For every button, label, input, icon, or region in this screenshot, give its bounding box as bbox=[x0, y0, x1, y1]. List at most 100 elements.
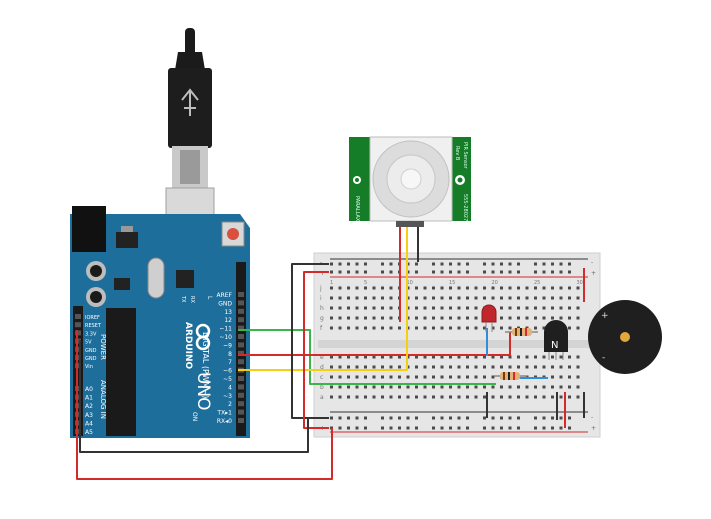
breadboard-hole[interactable] bbox=[542, 385, 546, 389]
breadboard-hole[interactable] bbox=[338, 262, 342, 266]
breadboard-hole[interactable] bbox=[338, 296, 342, 300]
breadboard-hole[interactable] bbox=[466, 385, 469, 389]
breadboard-hole[interactable] bbox=[432, 270, 435, 274]
wire-red-rail[interactable] bbox=[303, 271, 329, 429]
breadboard-hole[interactable] bbox=[508, 416, 512, 420]
breadboard-hole[interactable] bbox=[542, 395, 546, 399]
breadboard-hole[interactable] bbox=[330, 262, 333, 266]
breadboard-hole[interactable] bbox=[355, 355, 359, 359]
breadboard-hole[interactable] bbox=[542, 270, 546, 274]
breadboard-hole[interactable] bbox=[355, 316, 359, 320]
breadboard-hole[interactable] bbox=[338, 316, 342, 320]
breadboard-hole[interactable] bbox=[440, 262, 444, 266]
breadboard-hole[interactable] bbox=[423, 395, 427, 399]
breadboard-hole[interactable] bbox=[330, 365, 333, 369]
breadboard-hole[interactable] bbox=[466, 262, 469, 266]
breadboard-hole[interactable] bbox=[576, 395, 580, 399]
breadboard-hole[interactable] bbox=[568, 355, 571, 359]
breadboard-hole[interactable] bbox=[517, 416, 520, 420]
breadboard-hole[interactable] bbox=[432, 316, 435, 320]
header-pin[interactable] bbox=[238, 292, 244, 297]
breadboard-hole[interactable] bbox=[551, 385, 554, 389]
breadboard-hole[interactable] bbox=[449, 416, 452, 420]
breadboard-hole[interactable] bbox=[338, 395, 342, 399]
breadboard-hole[interactable] bbox=[355, 286, 359, 290]
transistor-icon[interactable]: N bbox=[544, 320, 568, 360]
breadboard-hole[interactable] bbox=[355, 270, 359, 274]
header-pin[interactable] bbox=[238, 359, 244, 365]
breadboard-hole[interactable] bbox=[347, 306, 350, 310]
breadboard-hole[interactable] bbox=[542, 365, 546, 369]
breadboard-hole[interactable] bbox=[381, 306, 384, 310]
breadboard-hole[interactable] bbox=[559, 306, 563, 310]
breadboard-hole[interactable] bbox=[398, 326, 401, 330]
breadboard-hole[interactable] bbox=[432, 296, 435, 300]
breadboard-hole[interactable] bbox=[449, 270, 452, 274]
breadboard-hole[interactable] bbox=[347, 270, 350, 274]
breadboard-hole[interactable] bbox=[364, 355, 367, 359]
breadboard-hole[interactable] bbox=[330, 326, 333, 330]
breadboard-hole[interactable] bbox=[551, 306, 554, 310]
breadboard-hole[interactable] bbox=[457, 262, 461, 266]
breadboard-hole[interactable] bbox=[534, 355, 537, 359]
breadboard-hole[interactable] bbox=[372, 316, 376, 320]
breadboard-hole[interactable] bbox=[500, 426, 503, 430]
header-pin[interactable] bbox=[238, 325, 244, 331]
breadboard-hole[interactable] bbox=[338, 426, 342, 430]
breadboard-hole[interactable] bbox=[440, 296, 444, 300]
breadboard-hole[interactable] bbox=[432, 326, 435, 330]
breadboard-hole[interactable] bbox=[449, 375, 452, 379]
breadboard-hole[interactable] bbox=[372, 306, 376, 310]
breadboard-hole[interactable] bbox=[491, 416, 495, 420]
breadboard-hole[interactable] bbox=[330, 385, 333, 389]
wire-green-pin11[interactable] bbox=[238, 329, 496, 385]
breadboard-hole[interactable] bbox=[364, 326, 367, 330]
breadboard-hole[interactable] bbox=[398, 426, 401, 430]
breadboard-hole[interactable] bbox=[449, 326, 452, 330]
breadboard-hole[interactable] bbox=[517, 426, 520, 430]
breadboard-hole[interactable] bbox=[338, 385, 342, 389]
breadboard-hole[interactable] bbox=[491, 365, 495, 369]
breadboard-hole[interactable] bbox=[415, 365, 418, 369]
breadboard-hole[interactable] bbox=[483, 416, 486, 420]
breadboard-hole[interactable] bbox=[440, 365, 444, 369]
breadboard-hole[interactable] bbox=[432, 416, 435, 420]
breadboard-hole[interactable] bbox=[559, 416, 563, 420]
breadboard-hole[interactable] bbox=[372, 385, 376, 389]
breadboard-hole[interactable] bbox=[508, 326, 512, 330]
breadboard-hole[interactable] bbox=[500, 355, 503, 359]
breadboard-hole[interactable] bbox=[389, 286, 393, 290]
breadboard-hole[interactable] bbox=[398, 365, 401, 369]
breadboard-hole[interactable] bbox=[398, 395, 401, 399]
breadboard-hole[interactable] bbox=[330, 286, 333, 290]
breadboard-hole[interactable] bbox=[347, 296, 350, 300]
breadboard-hole[interactable] bbox=[347, 375, 350, 379]
breadboard-hole[interactable] bbox=[423, 296, 427, 300]
breadboard-hole[interactable] bbox=[347, 262, 350, 266]
breadboard-hole[interactable] bbox=[517, 365, 520, 369]
breadboard-hole[interactable] bbox=[500, 262, 503, 266]
breadboard-hole[interactable] bbox=[457, 326, 461, 330]
breadboard-hole[interactable] bbox=[381, 286, 384, 290]
breadboard-hole[interactable] bbox=[483, 375, 486, 379]
breadboard-hole[interactable] bbox=[423, 375, 427, 379]
breadboard-hole[interactable] bbox=[542, 416, 546, 420]
breadboard-hole[interactable] bbox=[568, 262, 571, 266]
breadboard-hole[interactable] bbox=[415, 395, 418, 399]
breadboard-hole[interactable] bbox=[457, 306, 461, 310]
breadboard-hole[interactable] bbox=[338, 355, 342, 359]
breadboard-hole[interactable] bbox=[423, 316, 427, 320]
breadboard-hole[interactable] bbox=[406, 375, 410, 379]
breadboard-hole[interactable] bbox=[483, 385, 486, 389]
breadboard-hole[interactable] bbox=[364, 262, 367, 266]
breadboard-hole[interactable] bbox=[355, 365, 359, 369]
header-pin[interactable] bbox=[238, 308, 244, 314]
breadboard-hole[interactable] bbox=[474, 355, 478, 359]
breadboard-hole[interactable] bbox=[576, 306, 580, 310]
breadboard-hole[interactable] bbox=[449, 316, 452, 320]
header-pin[interactable] bbox=[238, 334, 244, 339]
breadboard-hole[interactable] bbox=[576, 316, 580, 320]
breadboard-hole[interactable] bbox=[517, 270, 520, 274]
breadboard-hole[interactable] bbox=[381, 416, 384, 420]
breadboard-hole[interactable] bbox=[576, 375, 580, 379]
